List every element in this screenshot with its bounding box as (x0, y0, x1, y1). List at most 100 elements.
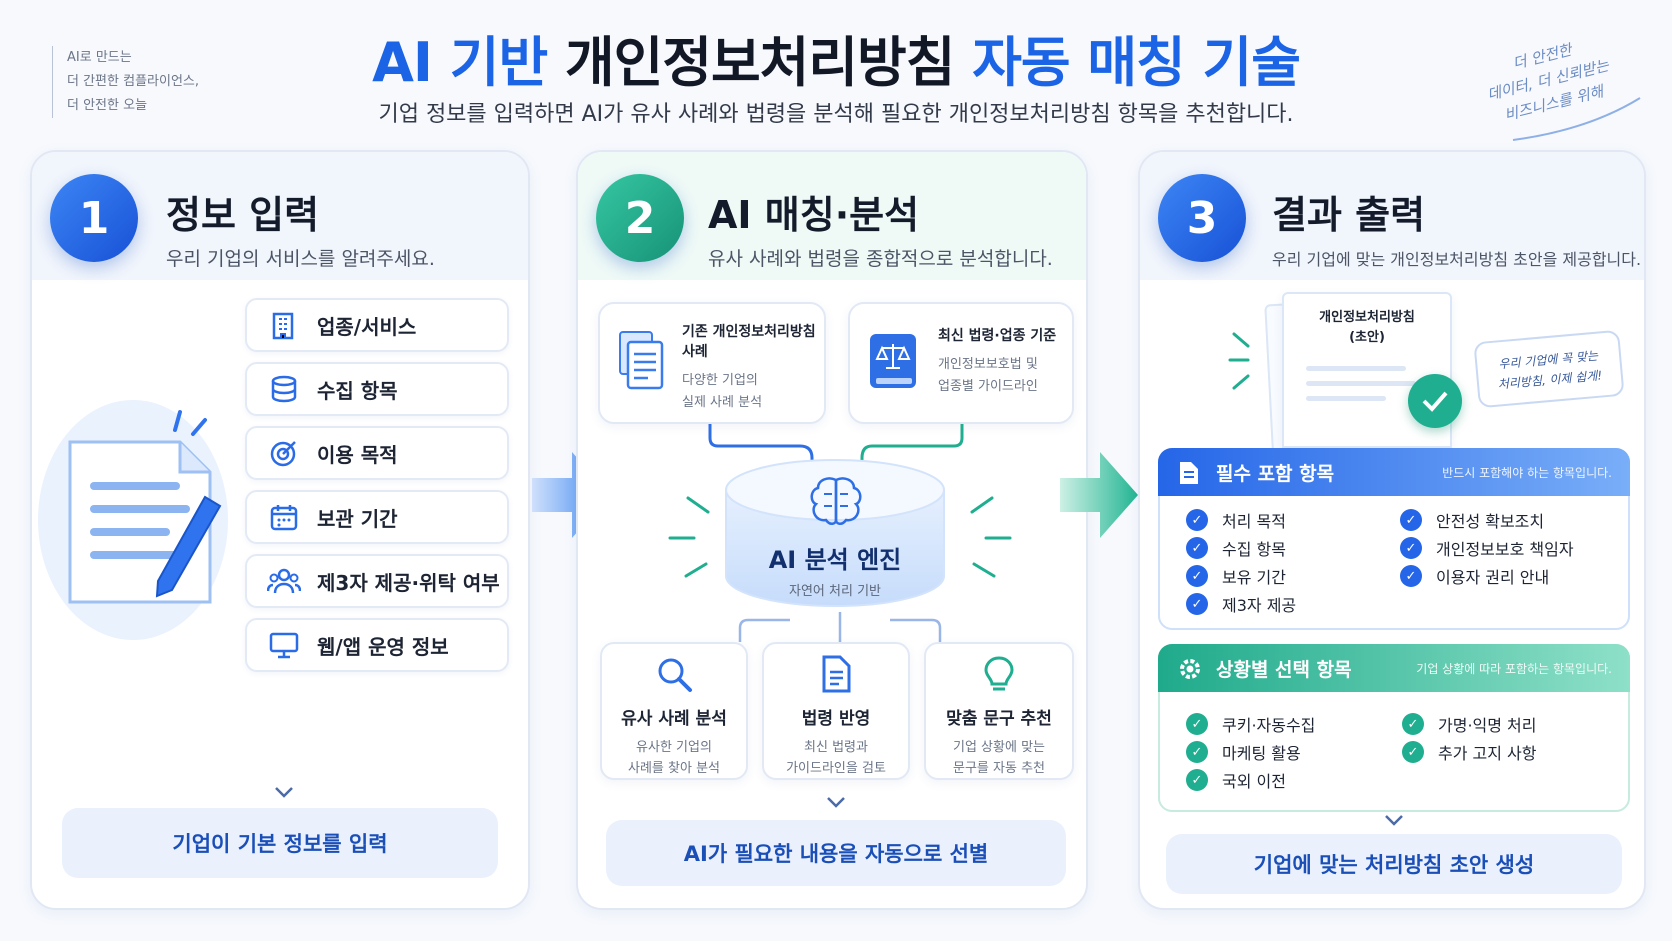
required-item-label: 이용자 권리 안내 (1436, 568, 1550, 587)
source-card-desc: 실제 사례 분석 (682, 395, 763, 410)
step1-title: 정보 입력 (166, 193, 320, 237)
top-note-line: 더 간편한 컴플라이언스, (67, 74, 199, 89)
brain-icon (810, 477, 862, 525)
field-industry[interactable]: 업종/서비스 (245, 298, 509, 352)
building-icon (267, 308, 301, 342)
law-book-icon (870, 334, 916, 388)
field-collected-items[interactable]: 수집 항목 (245, 362, 509, 416)
required-title: 필수 포함 항목 (1216, 463, 1335, 485)
title-part-ai: AI 기반 (372, 31, 548, 94)
top-note: AI로 만드는 더 간편한 컴플라이언스, 더 안전한 오늘 (52, 46, 252, 118)
source-card-title: 최신 법령·업종 기준 (938, 328, 1057, 344)
source-card-laws: 최신 법령·업종 기준 개인정보보호법 및 업종별 가이드라인 (848, 302, 1074, 424)
source-card-desc: 다양한 기업의 (682, 373, 758, 388)
required-item: ✓안전성 확보조치 (1400, 506, 1574, 534)
top-note-line: 더 안전한 오늘 (67, 98, 148, 113)
sub-card-desc: 기업 상황에 맞는 (953, 740, 1045, 755)
optional-note: 기업 상황에 따라 포함하는 항목입니다. (1416, 662, 1612, 676)
step3-title: 결과 출력 (1272, 193, 1426, 237)
hand-underline-icon (1512, 97, 1641, 141)
field-label: 웹/앱 운영 정보 (317, 634, 449, 659)
monitor-icon (267, 628, 301, 662)
source-card-title: 기존 개인정보처리방침 사례 (682, 324, 816, 360)
field-label: 업종/서비스 (317, 314, 417, 339)
step3-desc: 우리 기업에 맞는 개인정보처리방침 초안을 제공합니다. (1272, 250, 1642, 269)
required-note: 반드시 포함해야 하는 항목입니다. (1442, 466, 1612, 480)
chevron-down-icon (827, 797, 845, 808)
search-icon (658, 658, 692, 692)
check-icon: ✓ (1400, 565, 1422, 587)
sub-card-title: 유사 사례 분석 (621, 709, 727, 729)
optional-item-label: 국외 이전 (1222, 772, 1286, 791)
field-web-app[interactable]: 웹/앱 운영 정보 (245, 618, 509, 672)
required-header: 필수 포함 항목 반드시 포함해야 하는 항목입니다. (1158, 448, 1630, 496)
optional-item-label: 추가 고지 사항 (1438, 744, 1537, 763)
sub-card-recommend: 맞춤 문구 추천 기업 상황에 맞는 문구를 자동 추천 (924, 642, 1074, 780)
field-label: 수집 항목 (317, 378, 398, 403)
sub-card-law: 법령 반영 최신 법령과 가이드라인을 검토 (762, 642, 910, 780)
field-third-party[interactable]: 제3자 제공·위탁 여부 (245, 554, 509, 608)
required-item-label: 개인정보보호 책임자 (1436, 540, 1574, 559)
chevron-down-icon (275, 787, 293, 798)
check-icon: ✓ (1402, 741, 1424, 763)
lightbulb-icon (984, 656, 1014, 691)
required-col1: ✓처리 목적 ✓수집 항목 ✓ 보유 기간 ✓ 제3자 제공 (1186, 506, 1296, 618)
optional-col2: ✓가명·익명 처리 ✓ 추가 고지 사항 (1402, 710, 1537, 766)
field-retention[interactable]: 보관 기간 (245, 490, 509, 544)
optional-item: ✓쿠키·자동수집 (1186, 710, 1315, 738)
required-item: ✓처리 목적 (1186, 506, 1296, 534)
optional-item-label: 마케팅 활용 (1222, 744, 1301, 763)
document-icon (1180, 462, 1198, 484)
required-item: ✓ 제3자 제공 (1186, 590, 1296, 618)
arrow-right-icon (1060, 452, 1138, 538)
draft-title: (초안) (1349, 330, 1385, 345)
check-icon: ✓ (1400, 537, 1422, 559)
source-card-cases: 기존 개인정보처리방침 사례 다양한 기업의 실제 사례 분석 (598, 302, 826, 424)
field-label: 보관 기간 (317, 506, 398, 531)
required-item: ✓수집 항목 (1186, 534, 1296, 562)
optional-header: 상황별 선택 항목 기업 상황에 따라 포함하는 항목입니다. (1158, 644, 1630, 692)
gear-icon (1180, 659, 1200, 679)
main-title: AI 기반 개인정보처리방침 자동 매칭 기술 (0, 18, 1672, 97)
top-note-line: AI로 만드는 (67, 50, 132, 65)
check-icon: ✓ (1400, 509, 1422, 531)
draft-document: 개인정보처리방침 (초안) (1282, 292, 1452, 448)
check-icon: ✓ (1186, 565, 1208, 587)
step3-result: 기업에 맞는 처리방침 초안 생성 (1166, 834, 1622, 894)
check-icon: ✓ (1186, 769, 1208, 791)
documents-icon (619, 331, 664, 390)
field-purpose[interactable]: 이용 목적 (245, 426, 509, 480)
sub-card-title: 맞춤 문구 추천 (946, 709, 1052, 729)
target-icon (267, 436, 301, 470)
speech-bubble: 우리 기업에 꼭 맞는 처리방침, 이제 쉽게! (1473, 329, 1625, 409)
sub-card-desc: 사례를 찾아 분석 (628, 761, 720, 776)
optional-item: ✓ 국외 이전 (1186, 766, 1315, 794)
check-badge-icon (1408, 374, 1462, 428)
step1-desc: 우리 기업의 서비스를 알려주세요. (166, 248, 435, 270)
required-item-label: 보유 기간 (1222, 568, 1286, 587)
check-icon: ✓ (1402, 713, 1424, 735)
required-item-label: 제3자 제공 (1222, 596, 1297, 615)
optional-col1: ✓쿠키·자동수집 ✓ 마케팅 활용 ✓ 국외 이전 (1186, 710, 1315, 794)
check-icon: ✓ (1186, 713, 1208, 735)
optional-item: ✓가명·익명 처리 (1402, 710, 1537, 738)
sub-card-desc: 최신 법령과 (804, 740, 868, 755)
step1-result: 기업이 기본 정보를 입력 (62, 808, 498, 878)
source-card-desc: 업종별 가이드라인 (938, 379, 1038, 394)
sub-card-desc: 유사한 기업의 (636, 740, 712, 755)
field-label: 이용 목적 (317, 442, 398, 467)
required-item-label: 처리 목적 (1222, 512, 1286, 531)
sub-card-desc: 가이드라인을 검토 (786, 761, 886, 776)
document-icon (822, 655, 851, 693)
draft-title: 개인정보처리방침 (1319, 310, 1415, 325)
engine-subtitle: 자연어 처리 기반 (789, 584, 881, 599)
check-icon: ✓ (1186, 741, 1208, 763)
sub-card-title: 법령 반영 (801, 709, 871, 729)
field-label: 제3자 제공·위탁 여부 (317, 570, 500, 595)
chevron-down-icon (1385, 815, 1403, 826)
sub-card-desc: 문구를 자동 추천 (953, 761, 1045, 776)
required-item: ✓ 보유 기간 (1186, 562, 1296, 590)
check-icon: ✓ (1186, 593, 1208, 615)
subtitle: 기업 정보를 입력하면 AI가 유사 사례와 법령을 분석해 필요한 개인정보처… (378, 102, 1294, 127)
title-part-policy: 개인정보처리방침 (564, 31, 955, 94)
